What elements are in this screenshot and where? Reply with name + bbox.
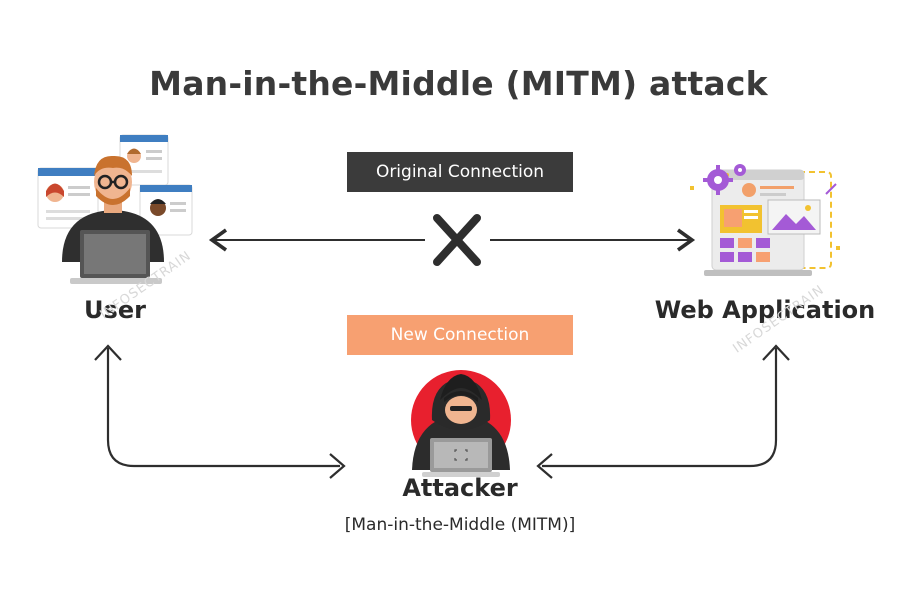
- web-application-illustration: [690, 164, 840, 276]
- arrow-web-attacker: [542, 348, 778, 468]
- attacker-subtitle: [Man-in-the-Middle (MITM)]: [344, 515, 576, 535]
- profile-card-icon: [37, 167, 99, 229]
- user-illustration: [37, 134, 193, 284]
- original-connection-box: Original Connection: [347, 152, 573, 192]
- arrow-user-attacker: [106, 348, 340, 468]
- web-application-label: Web Application: [654, 296, 876, 324]
- laptop-icon: [70, 230, 162, 284]
- broken-connection-x-icon: [433, 214, 481, 266]
- laptop-icon: [422, 438, 500, 477]
- attacker-illustration: [411, 370, 511, 477]
- profile-card-icon: [139, 184, 193, 236]
- gear-icon: [734, 164, 746, 176]
- attacker-label: Attacker: [402, 474, 518, 502]
- diagram-title: Man-in-the-Middle (MITM) attack: [149, 64, 768, 103]
- user-label: User: [84, 296, 146, 324]
- new-connection-box: New Connection: [347, 315, 573, 355]
- profile-card-icon: [119, 134, 169, 186]
- gear-icon: [703, 165, 733, 195]
